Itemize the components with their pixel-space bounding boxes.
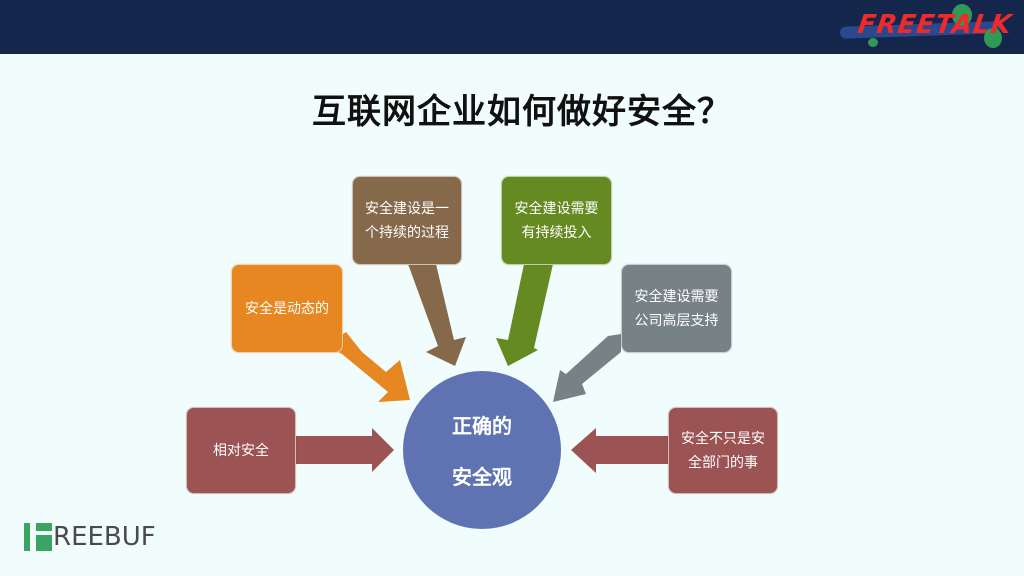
freebuf-logo: REEBUF [24, 522, 156, 552]
factor-box-dynamic: 安全是动态的 [231, 264, 343, 353]
logo-splat [952, 4, 972, 26]
freebuf-logo-bar [24, 523, 30, 551]
arrow-dynamic [326, 332, 410, 402]
logo-splat [868, 38, 878, 47]
freetalk-logo: FREETALK [832, 2, 1014, 52]
factor-box-relative: 相对安全 [186, 407, 296, 494]
arrow-leadership [553, 334, 621, 402]
arrow-not-only-dept [571, 428, 668, 473]
arrow-relative [296, 428, 394, 472]
factor-label: 安全建设是一 个持续的过程 [365, 200, 449, 241]
center-line-2: 安全观 [452, 465, 512, 489]
factor-box-not-only-dept: 安全不只是安 全部门的事 [668, 407, 778, 494]
center-circle: 正确的 安全观 [403, 371, 561, 529]
factor-label: 安全是动态的 [245, 300, 329, 317]
arrow-investment [496, 264, 553, 366]
factor-label: 安全不只是安 全部门的事 [681, 430, 765, 471]
factor-box-investment: 安全建设需要 有持续投入 [501, 176, 612, 265]
freebuf-logo-f-mark [36, 523, 52, 551]
factor-label: 安全建设需要 有持续投入 [514, 200, 599, 241]
factor-label: 安全建设需要 公司高层支持 [634, 288, 719, 329]
factor-box-leadership: 安全建设需要 公司高层支持 [621, 264, 732, 353]
freebuf-logo-text: REEBUF [53, 522, 156, 552]
page-title: 互联网企业如何做好安全？ [312, 92, 732, 132]
center-line-1: 正确的 [452, 414, 512, 438]
logo-splat [984, 28, 1002, 48]
arrow-process [408, 264, 466, 366]
factor-box-process: 安全建设是一 个持续的过程 [352, 176, 462, 265]
factor-label: 相对安全 [213, 442, 269, 459]
